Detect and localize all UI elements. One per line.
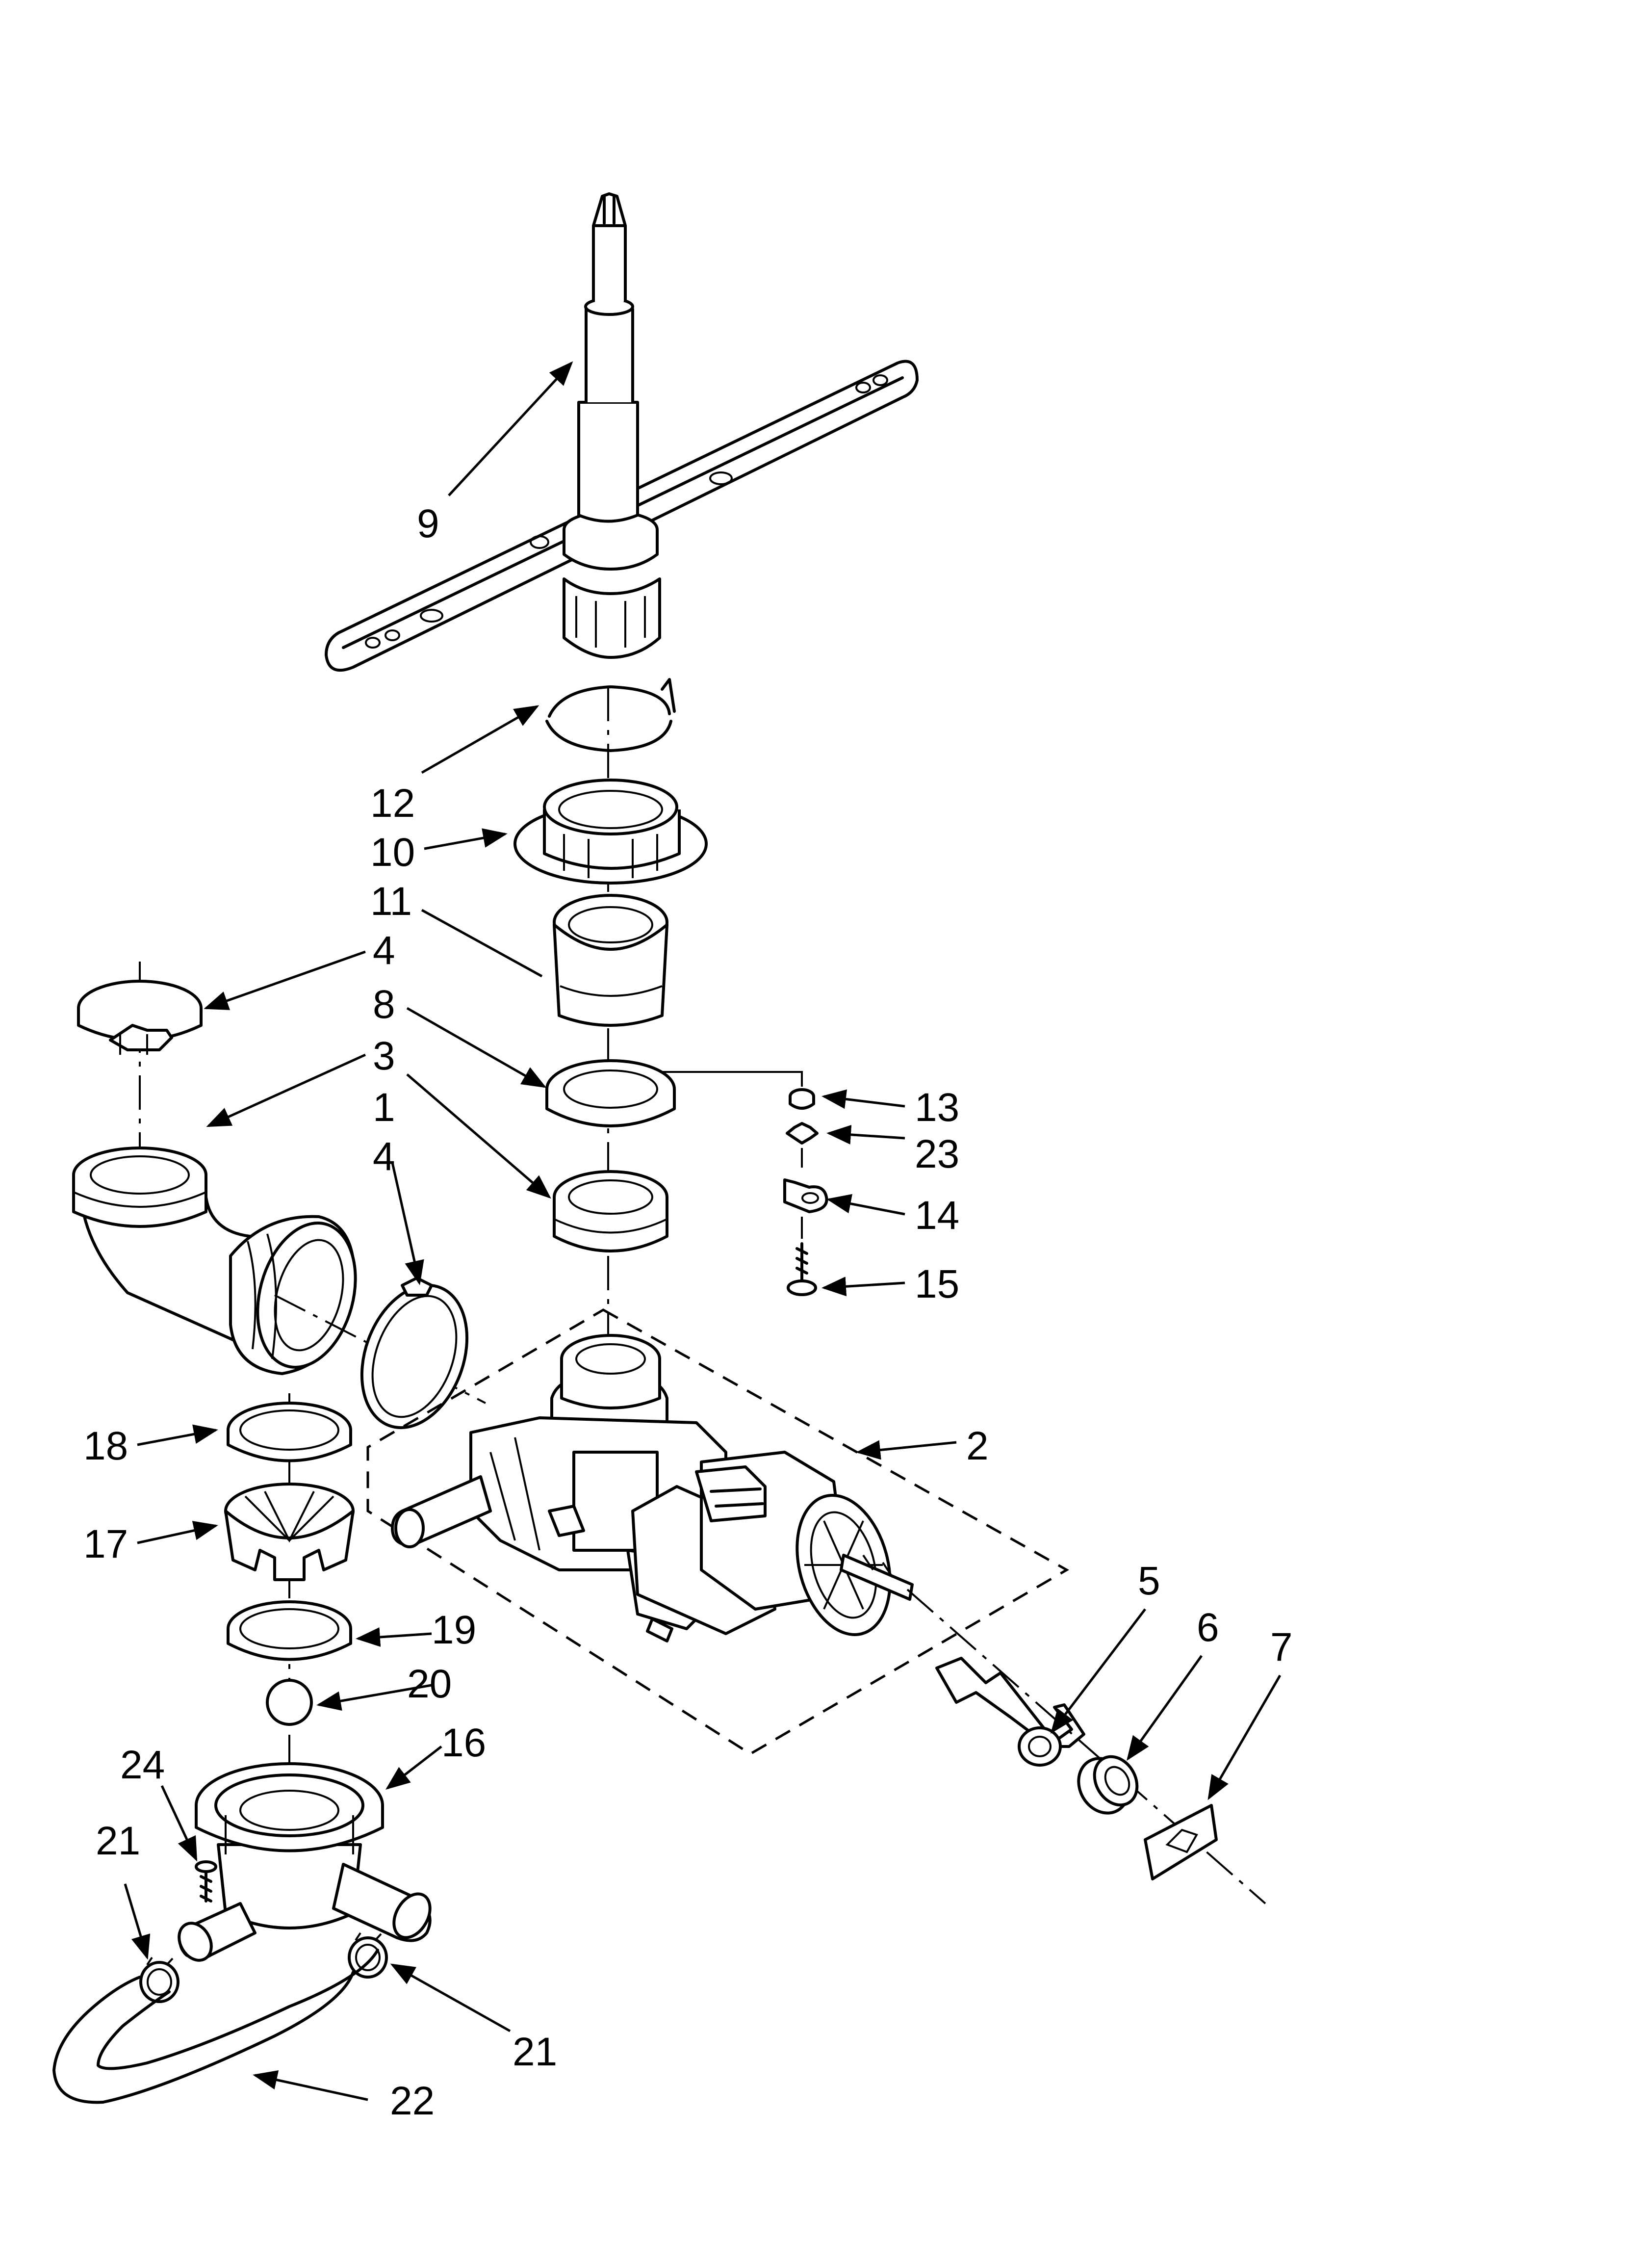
bearing-ring — [545, 1059, 676, 1127]
callout-21-right: 21 — [513, 2030, 557, 2074]
callout-19: 19 — [432, 1608, 476, 1652]
callout-11: 11 — [370, 879, 412, 924]
callout-13: 13 — [915, 1085, 959, 1130]
gasket-plate — [1144, 1804, 1218, 1880]
callout-24: 24 — [120, 1743, 165, 1787]
callout-21-left: 21 — [96, 1819, 140, 1863]
callout-16: 16 — [441, 1721, 486, 1765]
callout-15: 15 — [915, 1262, 959, 1306]
callout-9: 9 — [417, 501, 439, 546]
filter-cup — [553, 894, 668, 1027]
hose-clamp-right — [348, 1932, 388, 1979]
hose-clamp-lower — [360, 1277, 469, 1430]
callout-6: 6 — [1197, 1605, 1219, 1650]
check-ball — [266, 1679, 313, 1726]
grommet — [1077, 1755, 1139, 1815]
callout-4-lower: 4 — [373, 1134, 395, 1179]
drain-housing — [178, 1762, 432, 1962]
callout-17: 17 — [83, 1522, 128, 1566]
callout-1: 1 — [373, 1085, 395, 1130]
check-valve-ring — [227, 1393, 352, 1815]
callout-2: 2 — [966, 1424, 989, 1468]
retaining-ring — [545, 678, 676, 752]
callout-7: 7 — [1270, 1625, 1293, 1669]
mounting-hardware — [660, 1071, 828, 1296]
leader-lines — [124, 361, 1282, 2101]
drain-hose — [52, 1949, 379, 2104]
callout-labels: 9 12 10 11 4 8 3 1 4 13 23 14 15 2 18 17… — [83, 501, 1293, 2123]
callout-10: 10 — [370, 830, 415, 875]
lower-spray-arm-assembly — [325, 192, 919, 672]
callout-3: 3 — [373, 1034, 395, 1078]
callout-8: 8 — [373, 982, 395, 1027]
wire-clip — [935, 1657, 1085, 1767]
valve-flapper — [224, 1483, 355, 1581]
callout-14: 14 — [915, 1193, 959, 1238]
callout-22: 22 — [390, 2079, 435, 2123]
callout-4-upper: 4 — [373, 928, 395, 973]
callout-12: 12 — [370, 781, 415, 826]
pump-motor-assembly — [366, 1308, 1266, 1904]
spray-arm-support — [513, 779, 708, 885]
callout-5: 5 — [1138, 1559, 1160, 1603]
callout-20: 20 — [407, 1662, 452, 1706]
seal — [553, 1170, 668, 1252]
hose-clamp-left — [139, 1956, 180, 2003]
valve-ring — [227, 1600, 352, 1661]
callout-23: 23 — [915, 1132, 959, 1176]
drain-elbow — [72, 1147, 486, 1404]
callout-18: 18 — [83, 1424, 128, 1468]
drain-screw — [195, 1860, 217, 1903]
hose-clamp-upper — [77, 962, 203, 1217]
